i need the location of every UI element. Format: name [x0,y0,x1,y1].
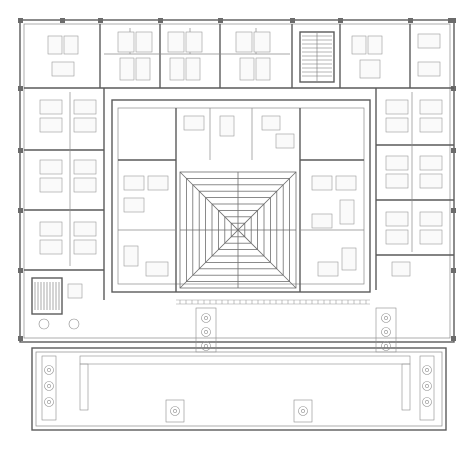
tree [422,381,432,391]
stairwell-southwest [31,277,83,330]
tree [170,406,180,416]
perimeter-columns [18,18,456,341]
tree-trunk [204,330,208,334]
tree-trunk [173,409,177,413]
tree-trunk [47,400,51,404]
column [158,18,163,23]
tree-trunk [301,409,305,413]
column [18,86,23,91]
column [218,18,223,23]
east-wing-rooms [375,88,454,290]
tree [381,341,391,351]
tree-trunk [425,384,429,388]
tree-trunk [425,368,429,372]
tree-trunk [204,316,208,320]
tree [298,406,308,416]
tree [44,381,54,391]
column [18,18,23,23]
tree-trunk [47,368,51,372]
tree [44,365,54,375]
column [18,148,23,153]
tree [422,397,432,407]
inner-corridor [111,99,371,293]
north-furniture [47,31,441,81]
courtyard-trees [44,313,432,416]
terrace-glazing [176,299,370,305]
tree [201,327,211,337]
tree-trunk [384,330,388,334]
tree [201,313,211,323]
central-pyramid-skylight [179,171,297,289]
tree-trunk [204,344,208,348]
column [451,208,456,213]
column [338,18,343,23]
north-wing-rooms [24,24,454,89]
tree [381,313,391,323]
tree-trunk [425,400,429,404]
south-courtyard [31,307,447,431]
column [451,268,456,273]
column [290,18,295,23]
tree [201,341,211,351]
column [451,336,456,341]
stairwell-northeast [299,31,335,83]
tree [422,365,432,375]
column [18,208,23,213]
column [60,18,65,23]
column [18,268,23,273]
column [18,336,23,341]
west-wing-rooms [24,88,105,300]
tree-trunk [384,316,388,320]
tree [44,397,54,407]
tree [381,327,391,337]
column [451,148,456,153]
tree-trunk [47,384,51,388]
tree-trunk [384,344,388,348]
column [451,18,456,23]
column [98,18,103,23]
column [408,18,413,23]
column [448,18,453,23]
building-outline [19,19,455,343]
